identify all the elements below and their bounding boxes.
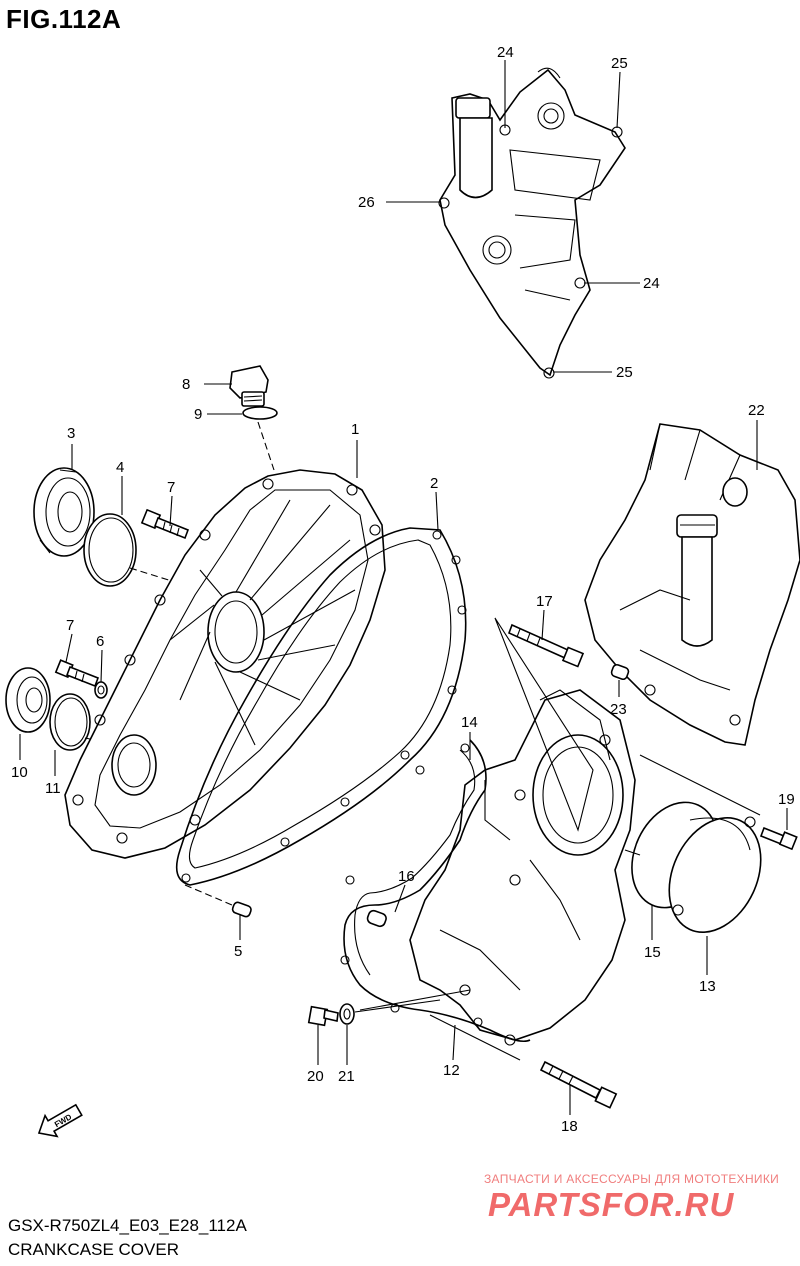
bolt-lower-part[interactable] [54, 659, 100, 688]
callout-20[interactable]: 20 [307, 1068, 324, 1085]
generator-cover-gasket-part[interactable] [343, 739, 531, 1043]
callout-8[interactable]: 8 [182, 376, 190, 393]
bolt-17-part[interactable] [507, 623, 585, 668]
callout-24-top[interactable]: 24 [497, 44, 514, 61]
washer-21-part[interactable] [339, 1003, 355, 1025]
diagram-model-code: GSX-R750ZL4_E03_E28_112A [8, 1216, 247, 1235]
oil-filler-cap-part[interactable] [229, 365, 269, 407]
callout-24-bottom[interactable]: 24 [643, 275, 660, 292]
inspection-cover-13-part[interactable] [652, 803, 779, 947]
bolt-18-part[interactable] [539, 1060, 618, 1109]
callout-14[interactable]: 14 [461, 714, 478, 731]
callout-3[interactable]: 3 [67, 425, 75, 442]
oil-seal-large-part[interactable] [33, 467, 95, 557]
crankcase-cover-part[interactable] [64, 469, 386, 859]
callout-19[interactable]: 19 [778, 791, 795, 808]
bolt-19-part[interactable] [759, 826, 798, 851]
callout-17[interactable]: 17 [536, 593, 553, 610]
dowel-pin-right-part[interactable] [610, 663, 630, 681]
callout-22[interactable]: 22 [748, 402, 765, 419]
dowel-pin-16-part[interactable] [366, 909, 387, 928]
callout-7-lower[interactable]: 7 [66, 617, 74, 634]
callout-9[interactable]: 9 [194, 406, 202, 423]
watermark-logo: PARTSFOR.RU [488, 1186, 735, 1223]
bolt-20-part[interactable] [307, 1005, 339, 1027]
callout-4[interactable]: 4 [116, 459, 124, 476]
callout-16[interactable]: 16 [398, 868, 415, 885]
callout-15[interactable]: 15 [644, 944, 661, 961]
callout-10[interactable]: 10 [11, 764, 28, 781]
cover-22-part[interactable] [584, 423, 800, 746]
generator-cover-part[interactable] [409, 689, 636, 1046]
callout-11[interactable]: 11 [45, 780, 61, 797]
callout-25-bottom[interactable]: 25 [616, 364, 633, 381]
callout-12[interactable]: 12 [443, 1062, 460, 1079]
bolt-upper-part[interactable] [140, 508, 190, 540]
dowel-pin-left-part[interactable] [231, 901, 252, 918]
o-ring-large-part[interactable] [83, 513, 137, 587]
oil-seal-small-part[interactable] [5, 667, 51, 733]
o-ring-small-part[interactable] [49, 693, 91, 751]
diagram-section-name: CRANKCASE COVER [8, 1240, 179, 1259]
callout-1[interactable]: 1 [351, 421, 359, 438]
callout-6[interactable]: 6 [96, 633, 104, 650]
callout-26[interactable]: 26 [358, 194, 375, 211]
o-ring-part[interactable] [242, 406, 278, 420]
figure-title: FIG.112A [6, 4, 122, 34]
callout-5[interactable]: 5 [234, 943, 242, 960]
watermark-tagline: ЗАПЧАСТИ И АКСЕССУАРЫ ДЛЯ МОТОТЕХНИКИ [484, 1172, 780, 1186]
callout-2[interactable]: 2 [430, 475, 438, 492]
sprocket-cover-part[interactable] [438, 67, 626, 379]
callout-7-upper[interactable]: 7 [167, 479, 175, 496]
callout-25-top[interactable]: 25 [611, 55, 628, 72]
fwd-arrow-icon: FWD [37, 1103, 83, 1138]
callout-18[interactable]: 18 [561, 1118, 578, 1135]
callout-21[interactable]: 21 [338, 1068, 355, 1085]
callout-13[interactable]: 13 [699, 978, 716, 995]
washer-part[interactable] [94, 681, 108, 699]
callout-23[interactable]: 23 [610, 701, 627, 718]
callout-leaders [19, 60, 788, 1115]
